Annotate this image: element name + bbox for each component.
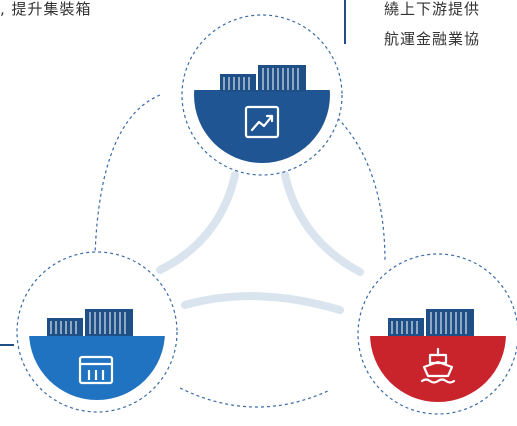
ship-icon <box>420 347 456 384</box>
intro-text-left: , 提升集裝箱 <box>0 0 92 18</box>
containers-right <box>388 309 474 336</box>
trend-chart-icon <box>244 105 280 139</box>
connector-top-right <box>281 171 364 276</box>
containers-top <box>220 65 306 92</box>
outer-dashed-ring <box>94 91 386 408</box>
containers-left <box>47 309 133 336</box>
node-left <box>16 251 178 413</box>
warehouse-icon <box>78 355 114 385</box>
intro-text-right-line-1: 繞上下游提供 <box>384 0 481 18</box>
intro-text-right-line-2: 航運金融業協 <box>384 30 481 48</box>
node-top <box>181 14 343 176</box>
connector-bottom <box>181 292 344 314</box>
connector-top-left <box>156 171 239 274</box>
node-right <box>357 253 517 415</box>
